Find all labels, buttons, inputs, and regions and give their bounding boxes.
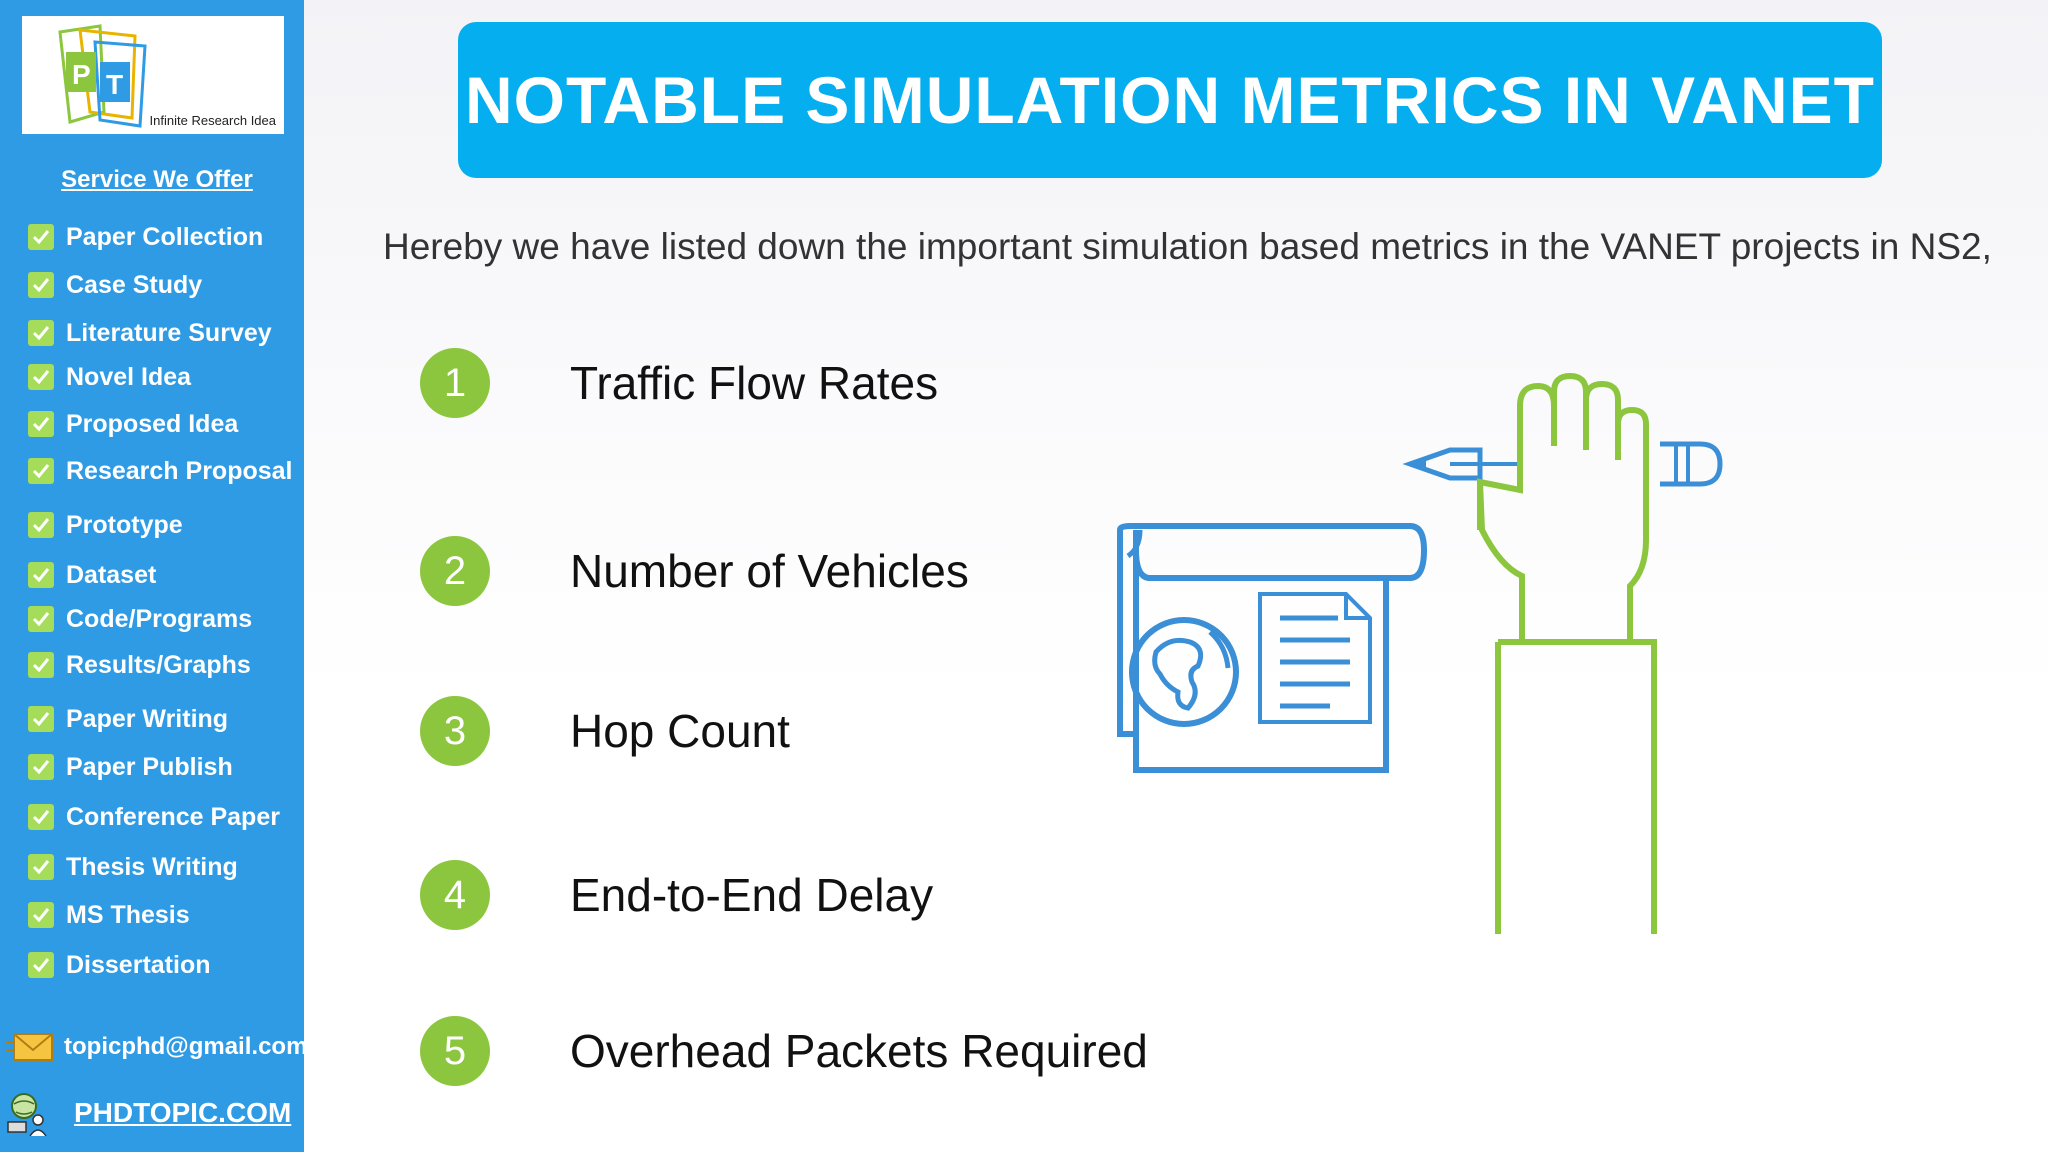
checkmark-icon — [28, 364, 54, 390]
service-item[interactable]: Literature Survey — [28, 316, 272, 350]
globe-person-icon — [7, 1093, 47, 1136]
service-item[interactable]: Dataset — [28, 558, 156, 592]
checkmark-icon — [28, 411, 54, 437]
checkmark-icon — [28, 606, 54, 632]
checkmark-icon — [28, 512, 54, 538]
metric-item: 4 End-to-End Delay — [420, 860, 933, 930]
sidebar: P T Infinite Research Idea Service We Of… — [0, 0, 307, 1152]
service-label: Paper Writing — [66, 704, 229, 733]
checkmark-icon — [28, 706, 54, 732]
checkmark-icon — [28, 804, 54, 830]
checkmark-icon — [28, 320, 54, 346]
metric-item: 5 Overhead Packets Required — [420, 1016, 1148, 1086]
service-label: Code/Programs — [66, 604, 253, 633]
service-item[interactable]: MS Thesis — [28, 898, 190, 932]
service-label: Results/Graphs — [66, 650, 251, 679]
page-title: NOTABLE SIMULATION METRICS IN VANET — [465, 63, 1875, 137]
logo-mark-icon: P T — [58, 24, 147, 128]
metric-label: Overhead Packets Required — [570, 1025, 1148, 1077]
metric-label: End-to-End Delay — [570, 869, 934, 921]
service-item[interactable]: Research Proposal — [28, 454, 293, 488]
checkmark-icon — [28, 902, 54, 928]
service-title[interactable]: Service We Offer — [61, 166, 253, 193]
website-text: PHDTOPIC.COM — [74, 1097, 292, 1128]
metric-number-badge: 2 — [420, 536, 490, 606]
service-item[interactable]: Dissertation — [28, 948, 210, 982]
service-item[interactable]: Thesis Writing — [28, 850, 238, 884]
service-item[interactable]: Results/Graphs — [28, 648, 251, 682]
service-label: Paper Publish — [66, 752, 233, 781]
service-label: Conference Paper — [66, 802, 280, 831]
metric-item: 1 Traffic Flow Rates — [420, 348, 938, 418]
email-text: topicphd@gmail.com — [64, 1033, 308, 1060]
metric-label: Number of Vehicles — [570, 545, 969, 597]
service-label: Dataset — [66, 560, 157, 589]
service-label: Novel Idea — [66, 362, 192, 391]
checkmark-icon — [28, 652, 54, 678]
service-label: Dissertation — [66, 950, 211, 979]
checkmark-icon — [28, 952, 54, 978]
service-item[interactable]: Code/Programs — [28, 602, 252, 636]
metric-item: 3 Hop Count — [420, 696, 790, 766]
service-item[interactable]: Conference Paper — [28, 800, 280, 834]
service-label: Proposed Idea — [66, 409, 239, 438]
checkmark-icon — [28, 562, 54, 588]
service-label: Thesis Writing — [66, 852, 238, 881]
website-link[interactable]: PHDTOPIC.COM — [6, 1090, 291, 1136]
service-label: Paper Collection — [66, 222, 264, 251]
hand-pencil-icon — [1402, 372, 1723, 934]
logo-tagline: Infinite Research Idea — [149, 113, 276, 128]
checkmark-icon — [28, 754, 54, 780]
service-item[interactable]: Novel Idea — [28, 360, 191, 394]
metric-label: Hop Count — [570, 705, 790, 757]
title-banner: NOTABLE SIMULATION METRICS IN VANET — [458, 22, 1882, 178]
service-item[interactable]: Case Study — [28, 268, 202, 302]
service-item[interactable]: Paper Collection — [28, 220, 263, 254]
service-item[interactable]: Proposed Idea — [28, 407, 238, 441]
metric-number-badge: 1 — [420, 348, 490, 418]
service-label: Prototype — [66, 510, 183, 539]
metric-number-badge: 4 — [420, 860, 490, 930]
service-item[interactable]: Paper Writing — [28, 702, 228, 736]
logo: P T Infinite Research Idea — [22, 16, 284, 134]
email-link[interactable]: topicphd@gmail.com — [6, 1030, 307, 1064]
metric-number-badge: 5 — [420, 1016, 490, 1086]
logo-letter-p: P — [72, 59, 91, 90]
service-label: Research Proposal — [66, 456, 293, 485]
metric-number-badge: 3 — [420, 696, 490, 766]
envelope-icon — [6, 1033, 53, 1061]
document-globe-icon — [1117, 523, 1428, 773]
logo-letter-t: T — [106, 69, 123, 100]
checkmark-icon — [28, 272, 54, 298]
checkmark-icon — [28, 224, 54, 250]
service-label: Literature Survey — [66, 318, 272, 347]
checkmark-icon — [28, 854, 54, 880]
service-item[interactable]: Paper Publish — [28, 750, 233, 784]
service-item[interactable]: Prototype — [28, 508, 183, 542]
metric-item: 2 Number of Vehicles — [420, 536, 969, 606]
service-label: Case Study — [66, 270, 203, 299]
intro-text: Hereby we have listed down the important… — [383, 226, 1992, 267]
checkmark-icon — [28, 458, 54, 484]
service-label: MS Thesis — [66, 900, 190, 929]
metric-label: Traffic Flow Rates — [570, 357, 939, 409]
illustration — [1117, 372, 1723, 934]
